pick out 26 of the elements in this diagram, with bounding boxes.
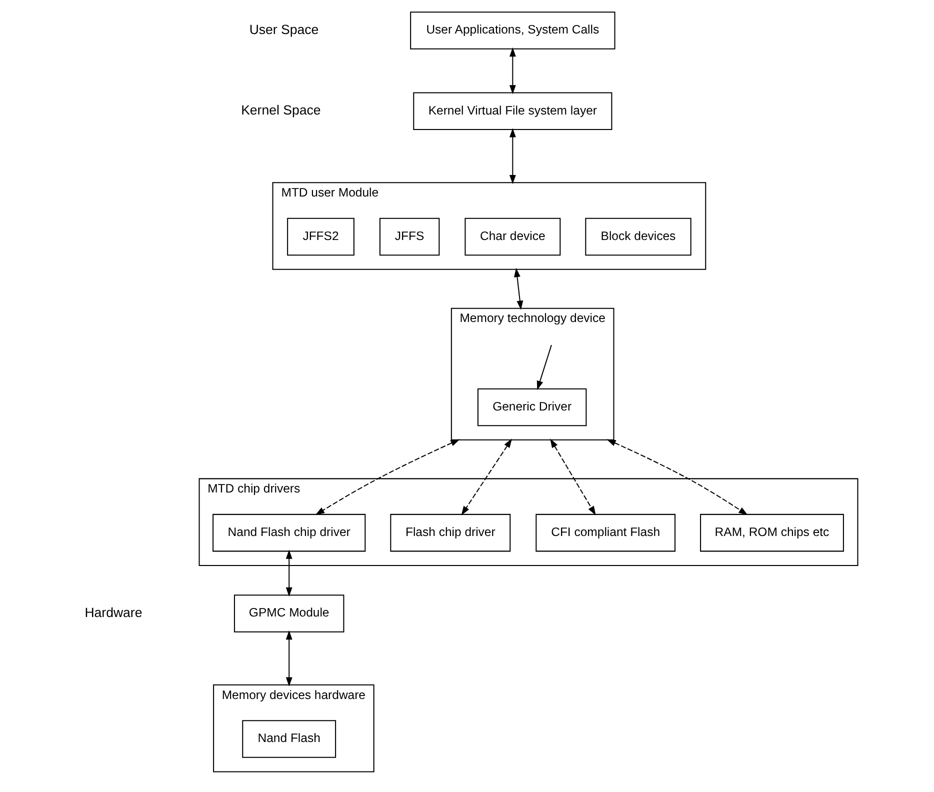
node-box: RAM, ROM chips etc bbox=[700, 514, 844, 552]
node-box: Kernel Virtual File system layer bbox=[412, 92, 612, 130]
node-box: JFFS bbox=[378, 218, 440, 256]
node-box: Flash chip driver bbox=[390, 514, 510, 552]
node-box: CFI compliant Flash bbox=[535, 514, 676, 552]
arrow bbox=[285, 550, 292, 597]
arrow bbox=[460, 438, 512, 516]
node-box: JFFS2 bbox=[286, 218, 354, 256]
arrow bbox=[606, 439, 748, 516]
arrow bbox=[508, 128, 516, 184]
arrow bbox=[314, 439, 460, 516]
node-box: Generic Driver bbox=[476, 388, 586, 426]
node-box: User Applications, System Calls bbox=[410, 12, 615, 50]
node-box: Char device bbox=[464, 218, 560, 256]
node-box: Nand Flash chip driver bbox=[212, 514, 366, 552]
node-box: GPMC Module bbox=[233, 594, 344, 632]
node-box: Nand Flash bbox=[242, 720, 336, 758]
node-box: Block devices bbox=[584, 218, 691, 256]
arrow bbox=[550, 438, 596, 516]
label: User Space bbox=[248, 22, 318, 37]
arrow bbox=[536, 344, 552, 390]
arrow bbox=[285, 630, 292, 686]
arrow bbox=[508, 47, 516, 94]
arrow bbox=[514, 268, 523, 310]
label: Hardware bbox=[84, 604, 142, 620]
label: Kernel Space bbox=[240, 102, 320, 118]
